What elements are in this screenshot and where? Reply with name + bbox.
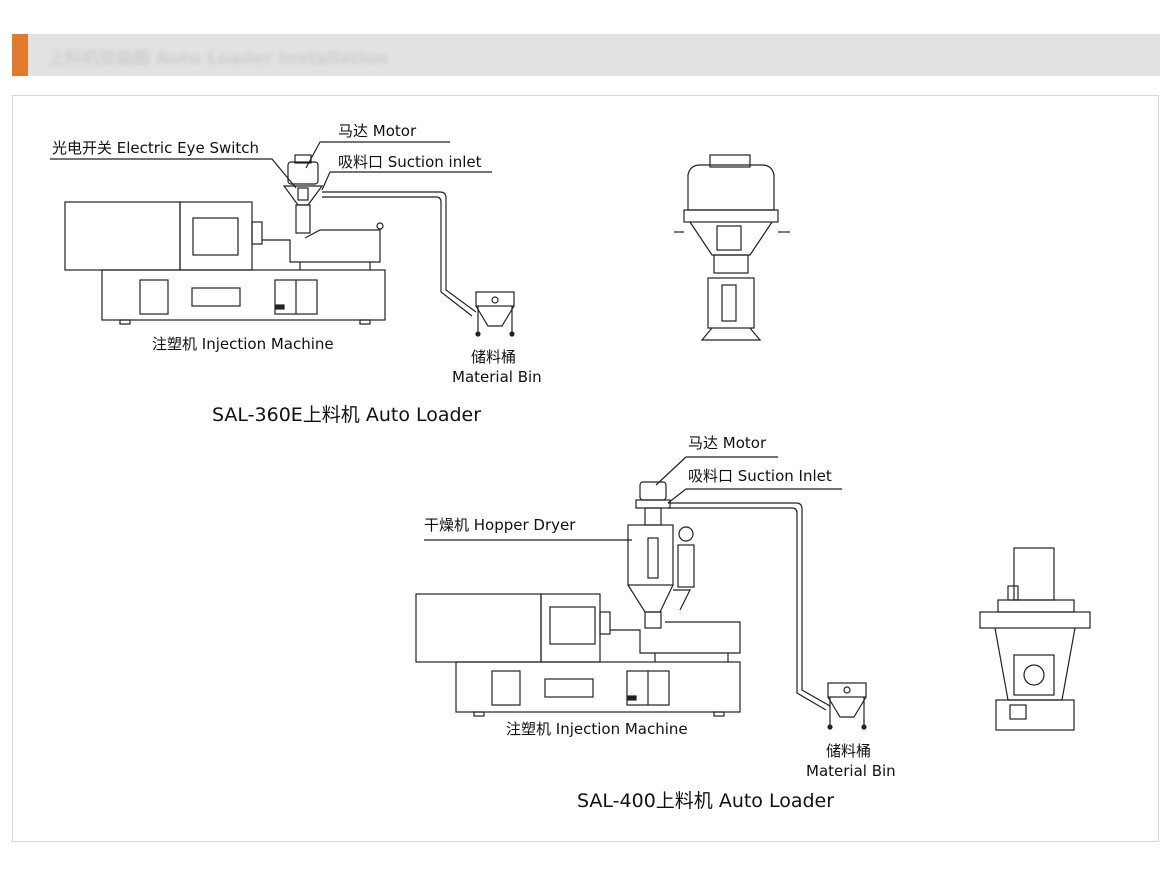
label-bin-en-2: Material Bin: [806, 762, 896, 780]
hopper-dryer: [627, 524, 695, 629]
leader-lines-1: [50, 141, 492, 191]
diagram-title-2: SAL-400上料机 Auto Loader: [577, 790, 835, 812]
label-suction-inlet-2: 吸料口 Suction Inlet: [688, 467, 832, 485]
label-bin-cn-2: 储料桶: [826, 742, 872, 760]
injection-machine-2: [415, 593, 741, 717]
label-motor-1: 马达 Motor: [338, 122, 417, 140]
section-title: 上料机安装图 Auto Loader Installation: [48, 49, 388, 69]
label-suction-inlet-1: 吸料口 Suction inlet: [338, 153, 482, 171]
label-bin-cn-1: 储料桶: [471, 348, 517, 366]
label-injection-machine-1: 注塑机 Injection Machine: [152, 335, 334, 353]
auto-loader-front-view-1: [674, 154, 790, 341]
auto-loader-2: [635, 481, 671, 526]
leader-lines-2: [424, 456, 842, 541]
auto-loader-1: [282, 154, 324, 234]
label-injection-machine-2: 注塑机 Injection Machine: [506, 720, 688, 738]
diagram-title-1: SAL-360E上料机 Auto Loader: [212, 404, 482, 426]
section-header: 上料机安装图 Auto Loader Installation: [12, 34, 1160, 76]
suction-pipe-1: [322, 191, 477, 317]
label-bin-en-1: Material Bin: [452, 368, 542, 386]
label-electric-eye-switch: 光电开关 Electric Eye Switch: [52, 139, 260, 157]
header-accent: [12, 34, 28, 76]
label-hopper-dryer: 干燥机 Hopper Dryer: [424, 516, 576, 534]
material-bin-2: [827, 682, 867, 730]
label-motor-2: 马达 Motor: [688, 434, 767, 452]
auto-loader-side-view-2: [979, 547, 1091, 731]
suction-pipe-2: [668, 502, 831, 711]
injection-machine-1: [64, 201, 386, 325]
diagram-panel: [12, 95, 1159, 842]
material-bin-1: [475, 291, 515, 337]
